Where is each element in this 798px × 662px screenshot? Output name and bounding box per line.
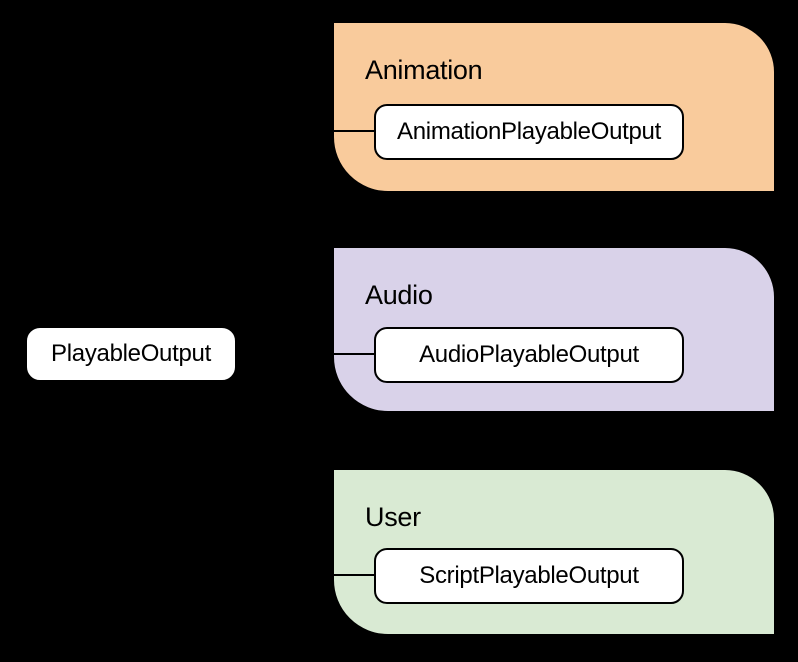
group-audio: Audio AudioPlayableOutput <box>333 247 775 412</box>
group-user-label: User <box>365 502 421 532</box>
node-script-playable-output: ScriptPlayableOutput <box>374 548 684 604</box>
group-user: User ScriptPlayableOutput <box>333 469 775 635</box>
node-audio-playable-output: AudioPlayableOutput <box>374 327 684 383</box>
node-animation-playable-output: AnimationPlayableOutput <box>374 104 684 160</box>
group-animation: Animation AnimationPlayableOutput <box>333 22 775 192</box>
node-playable-output-label: PlayableOutput <box>51 340 211 367</box>
node-audio-playable-output-label: AudioPlayableOutput <box>419 341 639 368</box>
group-audio-label: Audio <box>365 280 433 310</box>
node-animation-playable-output-label: AnimationPlayableOutput <box>397 118 661 145</box>
node-playable-output: PlayableOutput <box>25 326 237 382</box>
node-script-playable-output-label: ScriptPlayableOutput <box>419 562 639 589</box>
group-animation-label: Animation <box>365 55 483 85</box>
